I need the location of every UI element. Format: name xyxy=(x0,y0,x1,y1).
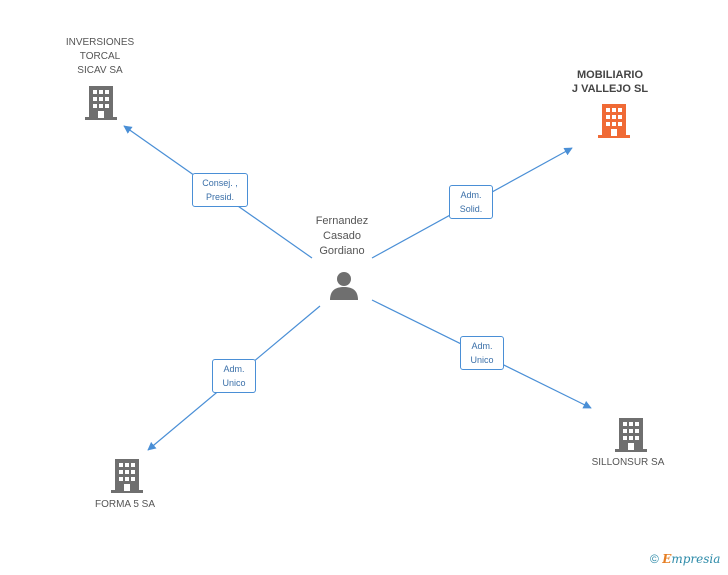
building-icon[interactable] xyxy=(111,459,143,493)
relation-label-adm-unico-forma5[interactable]: Adm. Unico xyxy=(212,359,256,393)
brand-footer: © Empresia xyxy=(650,552,720,566)
company-label-forma5[interactable]: FORMA 5 SA xyxy=(94,499,155,510)
copyright-symbol: © xyxy=(650,552,659,566)
relation-label-adm-unico-sillonsur[interactable]: Adm. Unico xyxy=(460,336,504,370)
person-icon[interactable] xyxy=(329,270,359,300)
company-label-inversiones[interactable]: INVERSIONES TORCAL SICAV SA xyxy=(65,37,135,76)
building-icon[interactable] xyxy=(615,418,647,452)
person-name[interactable]: Fernandez Casado Gordiano xyxy=(315,215,369,257)
relation-label-consej-presid[interactable]: Consej. , Presid. xyxy=(192,173,248,207)
building-icon[interactable] xyxy=(85,86,117,120)
building-icon[interactable] xyxy=(598,104,630,138)
relation-label-adm-solid[interactable]: Adm. Solid. xyxy=(449,185,493,219)
company-label-sillonsur[interactable]: SILLONSUR SA xyxy=(591,457,665,468)
brand-logo: Empresia xyxy=(662,552,721,566)
company-label-mobiliario[interactable]: MOBILIARIO J VALLEJO SL xyxy=(571,69,649,95)
